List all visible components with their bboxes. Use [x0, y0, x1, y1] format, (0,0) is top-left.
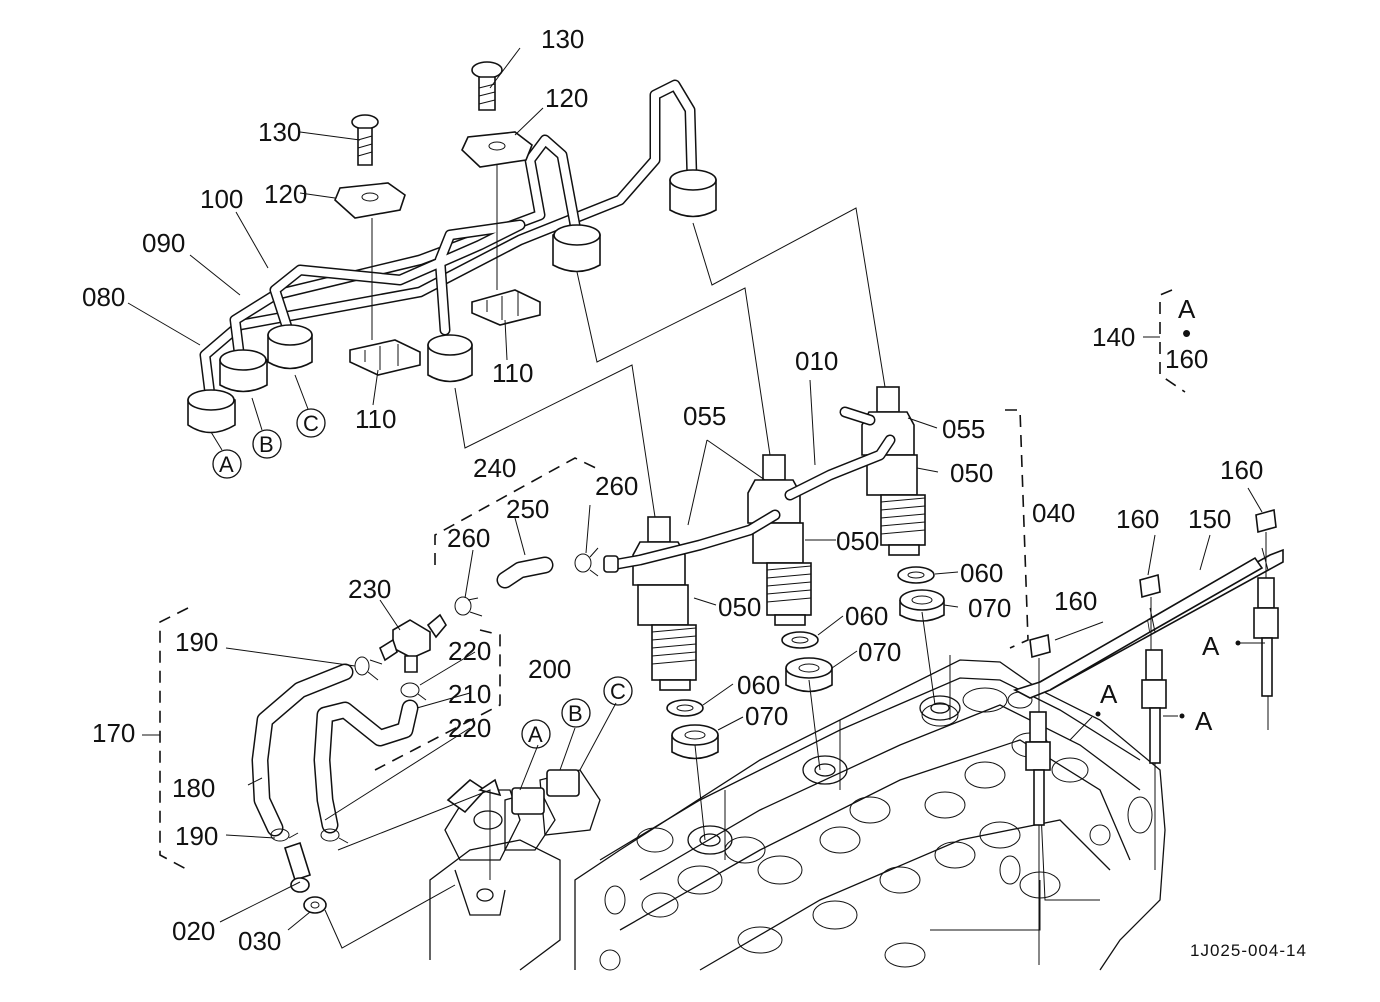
drawing-code: 1J025-004-14 [1190, 941, 1307, 960]
label-130: 130 [541, 24, 584, 54]
label-160: 160 [1054, 586, 1097, 616]
ref-c-pipe: C [303, 411, 319, 436]
label-055: 055 [942, 414, 985, 444]
label-080: 080 [82, 282, 125, 312]
pipe-end-refs: A B C [210, 374, 326, 479]
label-150: 150 [1188, 504, 1231, 534]
injection-pump [429, 769, 601, 971]
label-190: 190 [175, 627, 218, 657]
label-120: 120 [264, 179, 307, 209]
label-240: 240 [473, 453, 516, 483]
ref-b-pump: B [568, 701, 583, 726]
label-120: 120 [545, 83, 588, 113]
label-260: 260 [447, 523, 490, 553]
label-050: 050 [836, 526, 879, 556]
ref-b-pipe: B [259, 432, 274, 457]
label-100: 100 [200, 184, 243, 214]
label-040: 040 [1032, 498, 1075, 528]
set-140-dot: • [1182, 318, 1191, 348]
label-140: 140 [1092, 322, 1135, 352]
set-140-top: A [1178, 294, 1196, 324]
label-200: 200 [528, 654, 571, 684]
cylinder-head [574, 655, 1166, 971]
pipe-nuts [187, 169, 717, 434]
label-170: 170 [92, 718, 135, 748]
label-070: 070 [745, 701, 788, 731]
label-055: 055 [683, 401, 726, 431]
return-hoses [251, 547, 599, 949]
label-060: 060 [737, 670, 780, 700]
label-110: 110 [492, 358, 533, 388]
glow-plugs [1012, 508, 1284, 965]
glow-ref-a2: A [1195, 706, 1213, 736]
label-250: 250 [506, 494, 549, 524]
label-130: 130 [258, 117, 301, 147]
ref-a-pipe: A [219, 452, 234, 477]
leader-lines [127, 47, 1263, 931]
label-190: 190 [175, 821, 218, 851]
label-060: 060 [960, 558, 1003, 588]
label-220: 220 [448, 636, 491, 666]
routing-lines [454, 207, 886, 518]
group-brackets [159, 289, 1186, 871]
label-050: 050 [950, 458, 993, 488]
glow-ref-a3: A [1202, 631, 1220, 661]
ref-a-pump: A [528, 722, 543, 747]
label-180: 180 [172, 773, 215, 803]
label-030: 030 [238, 926, 281, 956]
label-160: 160 [1116, 504, 1159, 534]
label-210: 210 [448, 679, 491, 709]
label-050: 050 [718, 592, 761, 622]
ref-c-pump: C [610, 679, 626, 704]
pipe-clamps [334, 61, 541, 376]
label-010: 010 [795, 346, 838, 376]
label-230: 230 [348, 574, 391, 604]
label-260: 260 [595, 471, 638, 501]
set-140-bottom: 160 [1165, 344, 1208, 374]
label-160: 160 [1220, 455, 1263, 485]
set-140-contents: A • 160 [1165, 294, 1208, 374]
label-070: 070 [858, 637, 901, 667]
label-060: 060 [845, 601, 888, 631]
part-labels: 010 020 030 040 050 050 050 055 055 060 … [82, 24, 1263, 956]
label-070: 070 [968, 593, 1011, 623]
pump-outlet-refs: A B C [521, 676, 633, 749]
glow-plug-refs: A A A [1100, 631, 1220, 736]
label-020: 020 [172, 916, 215, 946]
label-110: 110 [355, 404, 396, 434]
glow-ref-a1: A [1100, 679, 1118, 709]
injection-pipes [199, 79, 698, 401]
injectors [603, 386, 945, 841]
label-220: 220 [448, 713, 491, 743]
label-090: 090 [142, 228, 185, 258]
